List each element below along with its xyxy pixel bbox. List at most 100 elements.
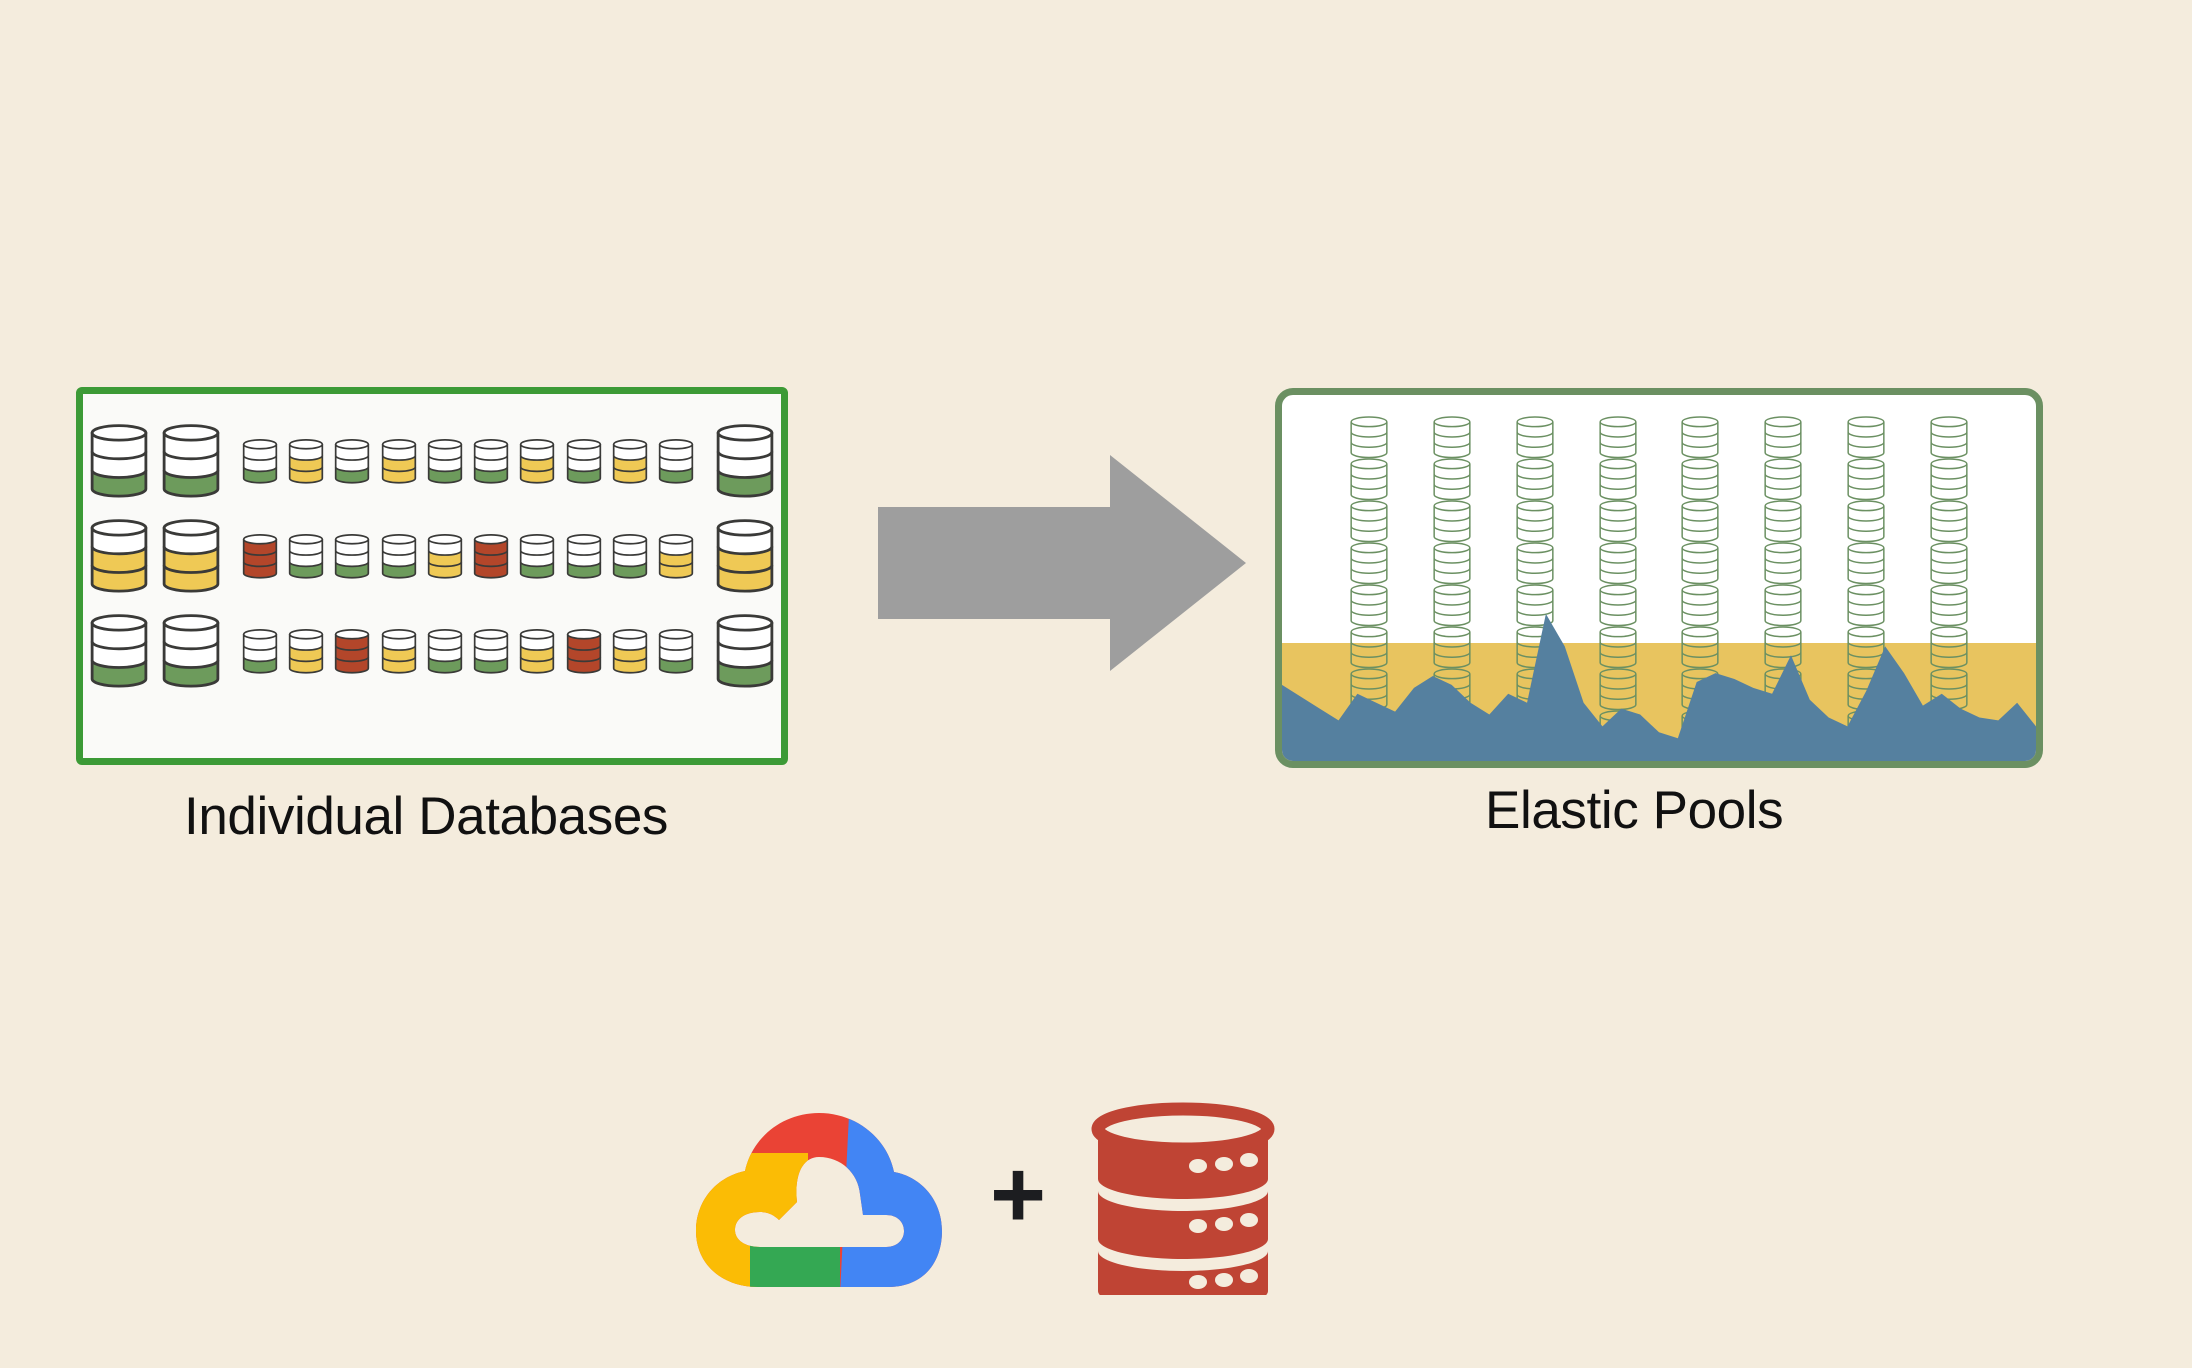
database-cylinder-small-wrap <box>566 439 601 485</box>
pooled-database-cylinder <box>1847 584 1885 627</box>
database-cylinder-small-wrap <box>566 534 601 580</box>
pooled-database-cylinder <box>1350 416 1388 459</box>
database-cylinder-large <box>162 614 220 688</box>
pooled-database-cylinder <box>1350 626 1388 669</box>
database-cylinder-small <box>381 534 416 579</box>
big-db-slot <box>155 424 227 499</box>
pooled-database-cylinder <box>1681 584 1719 627</box>
database-cylinder-small-wrap <box>242 439 278 485</box>
database-cylinder-small <box>473 534 509 579</box>
big-db-slot <box>155 614 227 689</box>
database-cylinder-small-wrap <box>658 629 694 675</box>
pooled-database-cylinder <box>1599 584 1637 627</box>
pooled-database-cylinder <box>1599 542 1637 585</box>
database-cylinder-small-wrap <box>520 534 555 580</box>
database-cylinder-small <box>427 629 463 674</box>
database-cylinder-small-wrap <box>612 534 647 580</box>
pooled-database-cylinder <box>1847 416 1885 459</box>
database-cylinder-small <box>427 534 463 579</box>
small-db-strip <box>227 534 709 580</box>
pooled-database-cylinder <box>1516 500 1554 543</box>
big-db-slot <box>83 614 155 689</box>
pooled-database-cylinder <box>1599 668 1637 711</box>
database-cylinder-small <box>658 439 694 484</box>
database-cylinder-small <box>289 629 324 674</box>
database-cylinder-small <box>381 439 416 484</box>
big-db-slot <box>83 424 155 499</box>
pooled-database-cylinder <box>1681 542 1719 585</box>
database-cylinder-small <box>335 534 370 579</box>
db-row <box>83 507 781 607</box>
database-cylinder-small <box>473 629 509 674</box>
pooled-database-cylinder <box>1681 458 1719 501</box>
database-cylinder-small <box>658 629 694 674</box>
google-cloud-logo-icon <box>696 1113 942 1287</box>
pooled-database-cylinder <box>1516 416 1554 459</box>
database-cylinder-small-wrap <box>427 439 463 485</box>
pooled-database-cylinder <box>1599 416 1637 459</box>
database-cylinder-large <box>90 519 148 593</box>
database-cylinder-small <box>289 439 324 484</box>
pooled-database-cylinder <box>1764 458 1802 501</box>
pooled-database-cylinder <box>1350 458 1388 501</box>
database-cylinder-small <box>566 439 601 484</box>
database-cylinder-small <box>520 534 555 579</box>
pooled-database-cylinder <box>1681 626 1719 669</box>
database-cylinder-small-wrap <box>381 629 416 675</box>
database-cylinder-small-wrap <box>473 534 509 580</box>
pooled-database-cylinder <box>1433 626 1471 669</box>
big-db-slot <box>83 519 155 594</box>
database-cylinder-small <box>520 629 555 674</box>
footer-brand-row: + <box>690 1085 1370 1305</box>
database-cylinder-small <box>427 439 463 484</box>
database-cylinder-small <box>612 439 647 484</box>
pooled-database-cylinder <box>1764 626 1802 669</box>
database-cylinder-small-wrap <box>658 534 694 580</box>
database-cylinder-small <box>473 439 509 484</box>
pooled-database-cylinder <box>1847 458 1885 501</box>
elastic-pools-label: Elastic Pools <box>1485 781 1784 840</box>
database-cylinder-small-wrap <box>473 439 509 485</box>
database-cylinder-large <box>716 614 774 688</box>
pooled-database-cylinder <box>1350 500 1388 543</box>
database-cylinder-large <box>90 424 148 498</box>
database-cylinder-small-wrap <box>566 629 601 675</box>
utilization-area-chart <box>1282 613 2036 761</box>
database-cylinder-small-wrap <box>242 534 278 580</box>
database-cylinder-small <box>520 439 555 484</box>
pooled-database-cylinder <box>1433 458 1471 501</box>
database-cylinder-small <box>335 439 370 484</box>
database-cylinder-small-wrap <box>335 629 370 675</box>
database-cylinder-small-wrap <box>289 534 324 580</box>
database-stack-icon <box>1091 1102 1275 1295</box>
pooled-database-cylinder <box>1516 584 1554 627</box>
database-cylinder-small-wrap <box>658 439 694 485</box>
database-cylinder-large <box>716 519 774 593</box>
database-cylinder-small-wrap <box>335 439 370 485</box>
individual-databases-label: Individual Databases <box>184 787 669 846</box>
database-cylinder-small-wrap <box>520 439 555 485</box>
pooled-database-cylinder <box>1433 542 1471 585</box>
database-cylinder-small-wrap <box>289 439 324 485</box>
database-cylinder-small-wrap <box>427 629 463 675</box>
database-cylinder-small-wrap <box>520 629 555 675</box>
database-cylinder-small <box>289 534 324 579</box>
big-db-slot <box>709 519 781 594</box>
pooled-database-cylinder <box>1930 626 1968 669</box>
pooled-database-cylinder <box>1681 500 1719 543</box>
database-cylinder-small-wrap <box>381 534 416 580</box>
db-row <box>83 412 781 512</box>
database-cylinder-small <box>566 534 601 579</box>
pooled-database-cylinder <box>1433 584 1471 627</box>
pooled-database-cylinder <box>1599 458 1637 501</box>
db-row <box>83 602 781 702</box>
database-cylinder-small <box>242 629 278 674</box>
database-cylinder-small-wrap <box>289 629 324 675</box>
pooled-database-cylinder <box>1930 584 1968 627</box>
pooled-database-cylinder <box>1847 542 1885 585</box>
pooled-database-cylinder <box>1681 416 1719 459</box>
database-cylinder-small-wrap <box>335 534 370 580</box>
pooled-database-cylinder <box>1930 416 1968 459</box>
pooled-database-cylinder <box>1350 584 1388 627</box>
